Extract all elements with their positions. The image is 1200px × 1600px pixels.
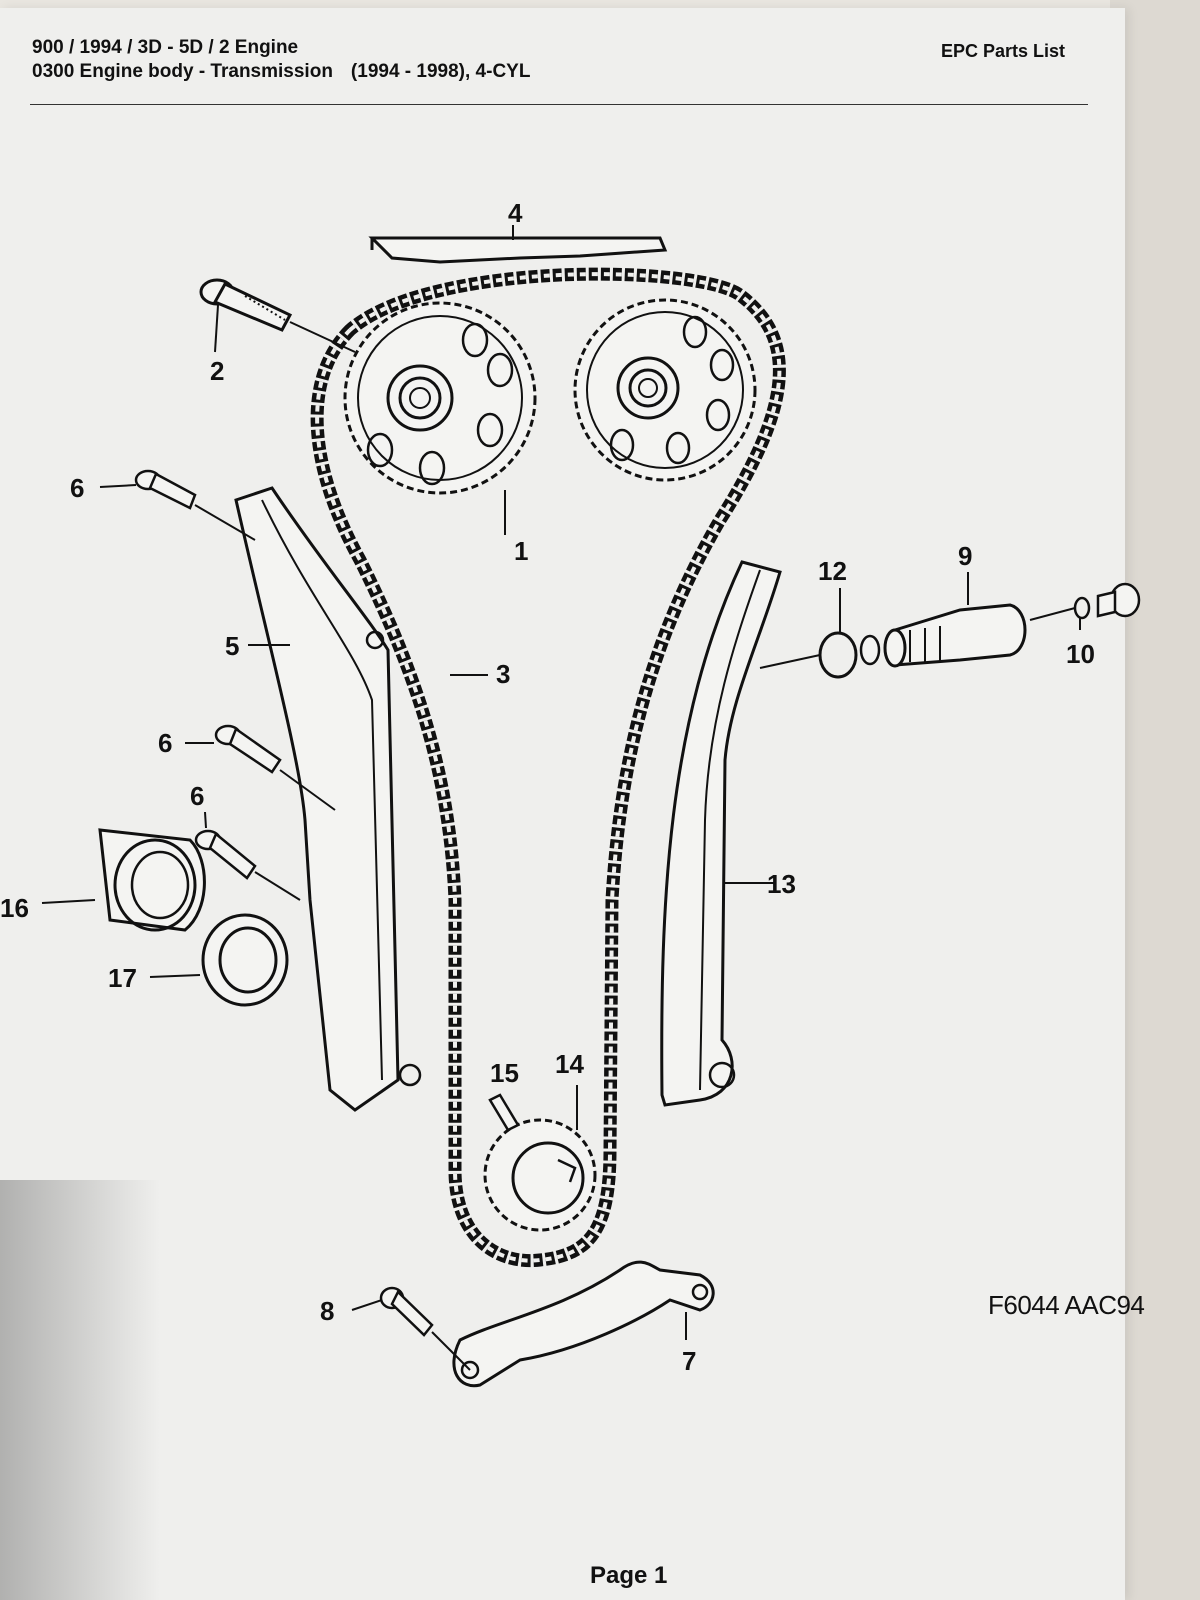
model-line: 900 / 1994 / 3D - 5D / 2 Engine xyxy=(32,37,299,58)
chain-bracket xyxy=(452,1260,715,1388)
upper-chain-guide xyxy=(368,236,668,264)
header-divider xyxy=(30,104,1088,105)
callout-3: 3 xyxy=(496,659,510,689)
callout-1: 1 xyxy=(514,536,528,566)
tensioner-rail xyxy=(234,486,400,1112)
callout-6-upper: 6 xyxy=(70,473,84,503)
document-title: EPC Parts List xyxy=(940,41,1065,61)
camshaft-sprocket-exhaust xyxy=(573,298,757,482)
callout-12: 12 xyxy=(818,556,847,586)
callout-5: 5 xyxy=(225,631,239,661)
bracket-bolt xyxy=(379,1286,471,1371)
guide-bolt-lower xyxy=(194,829,301,901)
callout-14: 14 xyxy=(555,1049,584,1079)
chain-tensioner xyxy=(859,603,1027,668)
callout-2: 2 xyxy=(210,356,224,386)
sprocket-bolt xyxy=(199,278,356,353)
callout-10: 10 xyxy=(1066,639,1095,669)
callout-8: 8 xyxy=(320,1296,334,1326)
year-range: (1994 - 1998), 4-CYL xyxy=(350,61,531,82)
callout-15: 15 xyxy=(490,1058,519,1088)
crankshaft-sprocket xyxy=(483,1118,597,1232)
shadow-overlay xyxy=(0,1180,160,1600)
callout-4: 4 xyxy=(508,198,523,228)
camshaft-sprocket-intake xyxy=(343,301,537,495)
callout-7: 7 xyxy=(682,1346,696,1376)
callout-9: 9 xyxy=(958,541,972,571)
guide-bolt-middle xyxy=(214,724,336,811)
group-line: 0300 Engine body - Transmission (1994 - 1… xyxy=(32,60,548,84)
underlying-page xyxy=(1110,0,1200,1600)
tensioner-washer xyxy=(818,631,858,679)
figure-code: F6044 AAC94 xyxy=(988,1290,1145,1320)
guide-bolt-upper xyxy=(134,469,256,541)
page-number: Page 1 xyxy=(590,1562,668,1589)
callout-17: 17 xyxy=(108,963,137,993)
fixed-chain-guide xyxy=(660,560,782,1107)
tensioner-plug xyxy=(1073,582,1141,620)
group-title: 0300 Engine body - Transmission xyxy=(32,61,333,82)
crank-seal xyxy=(201,913,289,1007)
callout-13: 13 xyxy=(767,869,796,899)
leader-lines xyxy=(41,225,1081,1340)
callout-6-lower: 6 xyxy=(190,781,204,811)
callout-6-middle: 6 xyxy=(158,728,172,758)
crank-collar xyxy=(98,828,206,932)
woodruff-key xyxy=(488,1093,520,1132)
page-header: 900 / 1994 / 3D - 5D / 2 Engine 0300 Eng… xyxy=(32,36,548,84)
callout-16: 16 xyxy=(0,893,29,923)
